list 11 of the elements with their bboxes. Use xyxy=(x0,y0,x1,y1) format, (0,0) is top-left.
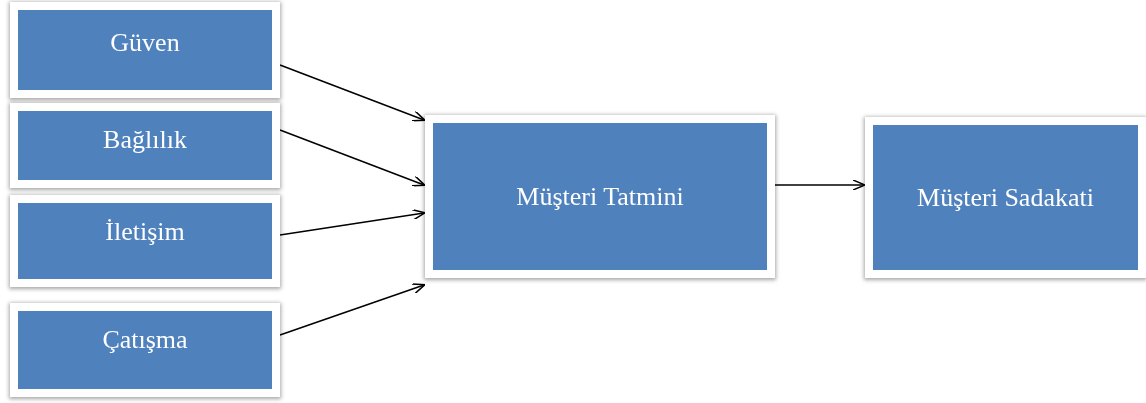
box-label: Güven xyxy=(110,28,180,58)
box-label: Çatışma xyxy=(102,325,188,355)
arrow xyxy=(279,129,426,187)
box-label: İletişim xyxy=(105,217,185,247)
box-label: Müşteri Sadakati xyxy=(917,182,1094,213)
arrow xyxy=(279,64,426,122)
arrow xyxy=(279,208,426,236)
box-label: Bağlılık xyxy=(103,125,187,155)
arrow xyxy=(279,283,426,336)
arrow xyxy=(774,179,866,191)
box-label: Müşteri Tatmini xyxy=(516,181,684,212)
